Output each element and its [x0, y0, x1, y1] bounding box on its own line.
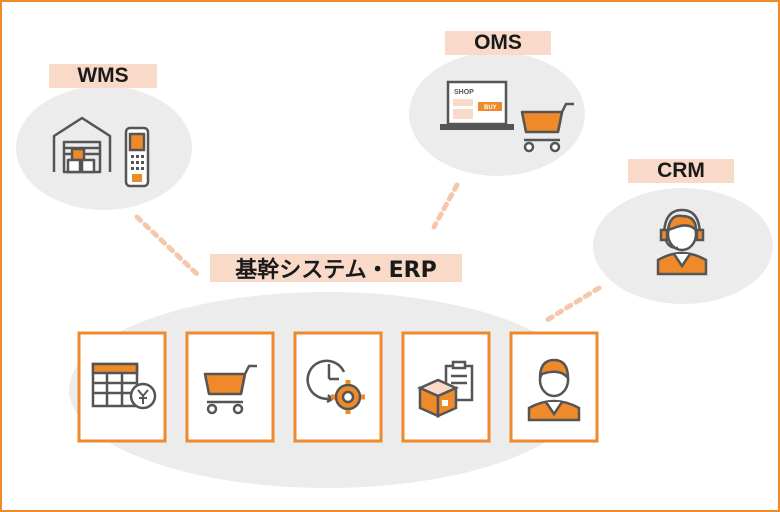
laptop-buy-text: BUY — [484, 105, 497, 111]
module-box-production — [293, 331, 383, 443]
shopping-cart-icon — [203, 364, 257, 415]
module-box-staff — [509, 331, 599, 443]
wms-label-text: WMS — [77, 64, 129, 87]
wms-label: WMS — [49, 64, 157, 88]
wms-bubble — [16, 86, 192, 210]
oms-label-text: OMS — [474, 31, 522, 54]
crm-label-text: CRM — [657, 159, 705, 182]
operator-headset-icon — [656, 208, 708, 276]
erp-label: 基幹システム・ERP — [210, 254, 462, 283]
laptop-shop-text: SHOP — [454, 89, 474, 96]
connector-oms-erp — [431, 182, 460, 230]
accounting-icon — [91, 362, 157, 410]
crm-label: CRM — [628, 159, 734, 183]
erp-label-text: 基幹システム・ERP — [235, 258, 437, 283]
module-box-accounting — [77, 331, 167, 443]
module-box-shopping — [185, 331, 275, 443]
connector-wms-erp — [134, 214, 200, 277]
oms-label: OMS — [445, 31, 551, 55]
handheld-scanner-icon — [124, 126, 150, 188]
staff-icon — [527, 358, 581, 422]
connector-crm-erp — [544, 285, 602, 323]
oms-cart-icon — [520, 102, 574, 153]
module-box-inventory — [401, 331, 491, 443]
laptop-shop-icon: SHOP BUY — [440, 80, 514, 130]
warehouse-icon — [52, 116, 112, 174]
inventory-icon — [416, 360, 474, 418]
production-cycle-icon — [306, 359, 365, 414]
